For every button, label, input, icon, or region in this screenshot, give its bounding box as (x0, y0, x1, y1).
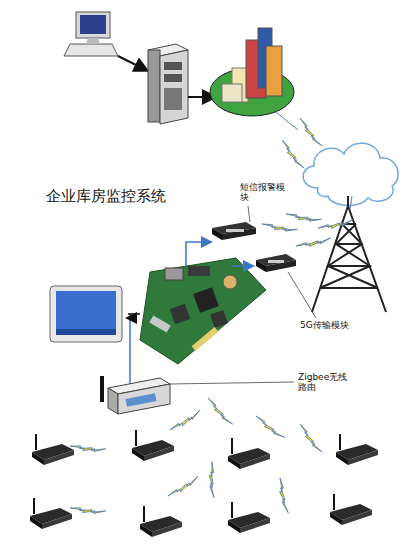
callout-label: 短信报警模块 (240, 182, 288, 203)
tower (312, 196, 386, 312)
link-arrow (130, 314, 166, 386)
computer (64, 12, 118, 56)
sensor-node (30, 430, 378, 537)
link-line (118, 56, 146, 70)
callout-label: Zigbee无线路由 (298, 372, 350, 393)
building (210, 28, 294, 116)
link-line (128, 313, 140, 315)
control-board (140, 258, 266, 364)
touch-monitor (50, 286, 122, 342)
leader-line (170, 382, 294, 384)
title: 企业库房监控系统 (46, 188, 166, 205)
cloud (303, 143, 398, 205)
zigbee-router (100, 376, 170, 414)
leader-line (248, 206, 250, 222)
link-arrow (232, 265, 252, 267)
server (148, 44, 188, 124)
callout-label: 5G传输模块 (300, 320, 349, 330)
leader-line (288, 272, 316, 318)
link-arrow (186, 242, 210, 266)
sms-module (212, 222, 256, 240)
signal-line (276, 112, 298, 130)
5g-module (256, 254, 296, 272)
